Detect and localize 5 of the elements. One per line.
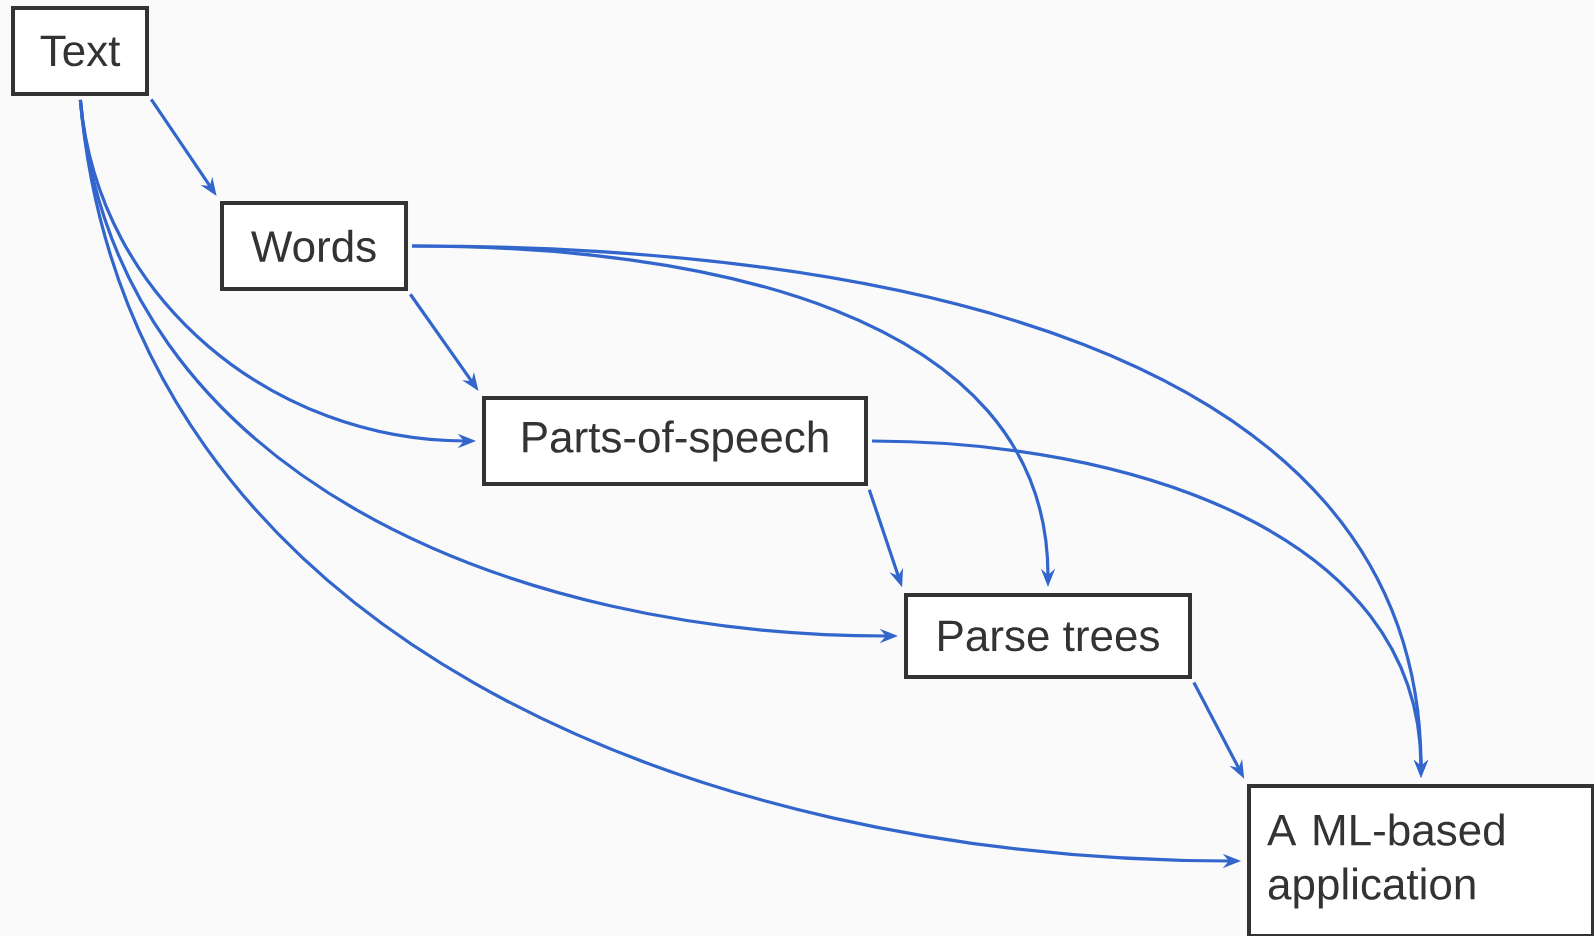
process-box: Text (11, 6, 149, 96)
process-box: Words (220, 201, 408, 291)
process-box: A ML-based application (1247, 784, 1594, 936)
process-box: Parse trees (904, 593, 1192, 679)
process-box: Parts-of-speech (482, 396, 868, 486)
